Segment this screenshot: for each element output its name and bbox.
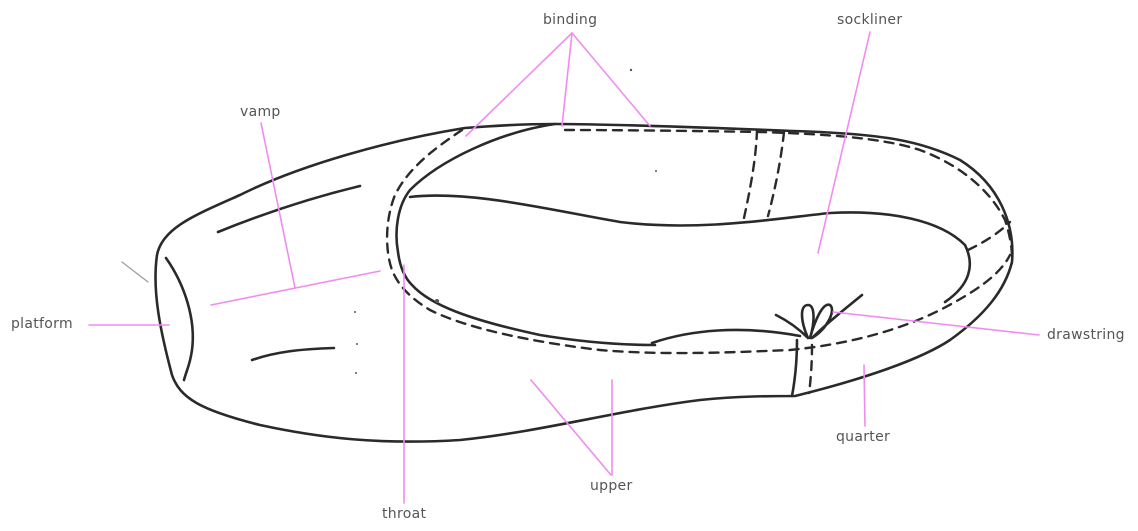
label-drawstring: drawstring xyxy=(1047,327,1125,343)
sockliner-edge xyxy=(408,194,972,304)
speck xyxy=(629,68,633,72)
binding-stitch-front xyxy=(385,128,1012,355)
sockliner-leader xyxy=(817,31,871,254)
label-binding: binding xyxy=(543,12,598,28)
quarter-seam-stitch xyxy=(807,343,814,395)
vamp-leader-stem xyxy=(260,122,296,289)
binding-leader-2 xyxy=(561,32,573,127)
label-quarter: quarter xyxy=(836,429,891,445)
speck xyxy=(356,343,358,345)
speck xyxy=(355,372,357,374)
quarter-leader xyxy=(863,364,866,427)
stray-mark xyxy=(121,261,149,283)
binding-leader-3 xyxy=(571,32,651,127)
speck xyxy=(435,299,439,303)
label-upper: upper xyxy=(590,478,633,494)
platform-edge xyxy=(164,256,195,382)
quarter-seam-outer xyxy=(790,338,799,398)
heel-seam-left xyxy=(742,128,759,220)
vamp-pleat-bottom xyxy=(250,346,336,362)
upper-leader-1 xyxy=(530,379,612,476)
drawstring-bow xyxy=(650,293,864,345)
heel-seam-right xyxy=(766,130,786,218)
speck xyxy=(354,311,356,313)
drawstring-leader xyxy=(832,311,1040,336)
leader-lines xyxy=(88,31,1040,504)
label-throat: throat xyxy=(382,506,427,522)
shoe-outer-outline xyxy=(154,122,1014,443)
binding-stitch-top xyxy=(563,128,1014,260)
heel-back-seam xyxy=(966,220,1012,252)
binding-leader-1 xyxy=(465,32,573,137)
vamp-pleat-top xyxy=(216,184,362,234)
vamp-leader-base xyxy=(210,270,381,306)
label-sockliner: sockliner xyxy=(837,12,903,28)
label-platform: platform xyxy=(11,316,73,332)
label-vamp: vamp xyxy=(240,104,281,120)
speck xyxy=(655,170,657,172)
